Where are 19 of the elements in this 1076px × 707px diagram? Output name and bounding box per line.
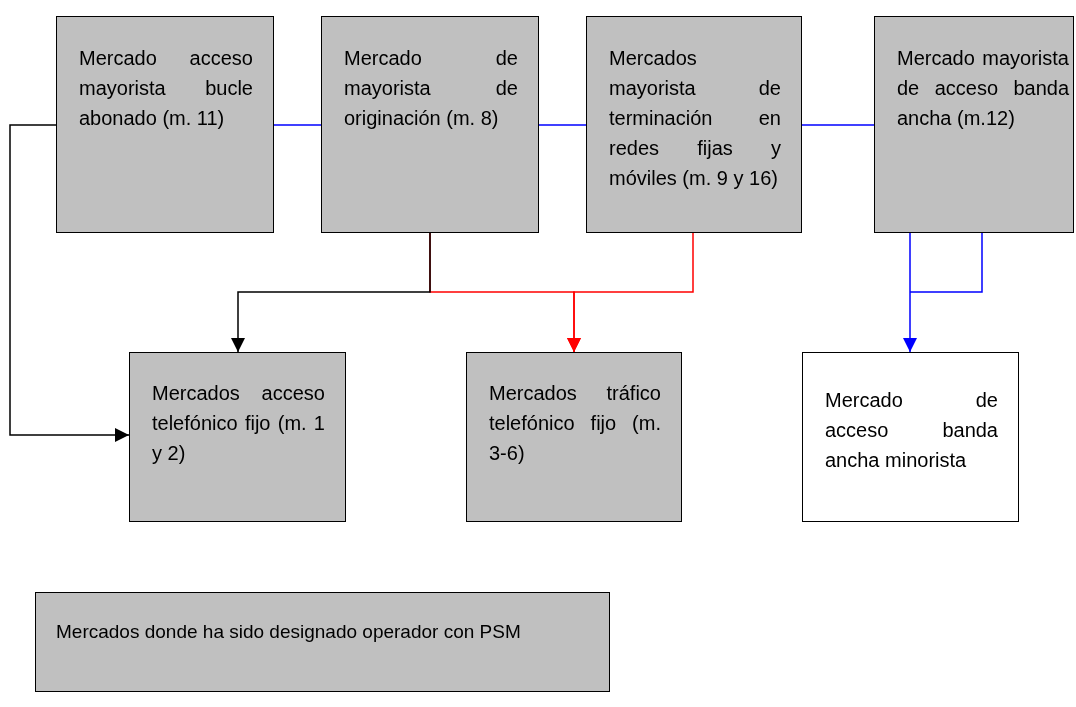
market-label: Mercados acceso telefónico fijo (m. 1 y 2) — [152, 381, 325, 466]
market-label: Mercado acceso mayorista bucle abonado (m. 11) — [79, 46, 253, 131]
market-label: Mercado de acceso banda ancha minorista — [825, 388, 998, 473]
market-box — [129, 352, 346, 522]
legend-label: Mercados donde ha sido designado operador con PSM — [56, 620, 522, 644]
market-box — [56, 16, 274, 233]
connector-arrow — [567, 232, 694, 353]
market-box — [802, 352, 1019, 522]
connector-arrow — [903, 232, 983, 353]
market-label: Mercado de mayorista de originación (m. 8) — [344, 46, 518, 131]
connector-arrow — [231, 232, 431, 353]
market-box — [466, 352, 682, 522]
market-label: Mercados mayorista de terminación en redes fijas y móviles (m. 9 y 16) — [609, 46, 781, 191]
market-label: Mercado mayorista de acceso banda ancha (m.12) — [897, 46, 1069, 131]
market-box — [586, 16, 802, 233]
market-label: Mercados tráfico telefónico fijo (m. 3-6) — [489, 381, 661, 466]
connector-arrow — [9, 124, 130, 442]
market-box — [874, 16, 1074, 233]
market-box — [321, 16, 539, 233]
